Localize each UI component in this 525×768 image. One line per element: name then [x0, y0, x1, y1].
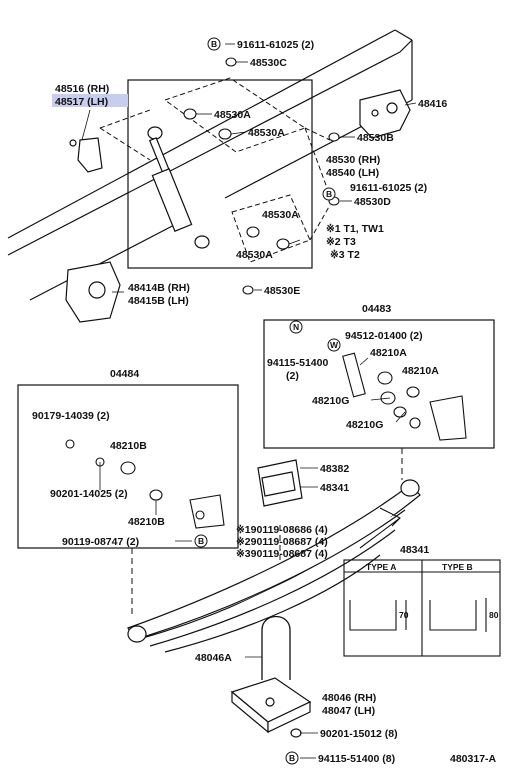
label-bolt-3[interactable]: ※390119-08687 (4) — [236, 548, 328, 560]
highlight-48517 — [52, 94, 128, 107]
label-bolt-1[interactable]: ※190119-08686 (4) — [236, 524, 328, 536]
kit-box-04483 — [263, 319, 495, 449]
label-48516[interactable]: 48516 (RH) — [55, 83, 109, 95]
kit-04483-parts — [342, 352, 467, 441]
label-bolt-2[interactable]: ※290119-08687 (4) — [236, 536, 328, 548]
label-48414b[interactable]: 48414B (RH) — [128, 282, 190, 294]
alignment-lines — [131, 448, 403, 615]
label-48416[interactable]: 48416 — [418, 98, 447, 110]
circle-mark-b-kit: B — [198, 536, 204, 546]
label-48047[interactable]: 48047 (LH) — [322, 705, 375, 717]
label-note-2: ※2 T3 — [326, 236, 356, 248]
label-91611-61025-top[interactable]: 91611-61025 (2) — [237, 39, 314, 51]
label-48210g-1[interactable]: 48210G — [312, 395, 349, 407]
label-48210g-2[interactable]: 48210G — [346, 419, 383, 431]
label-48530c[interactable]: 48530C — [250, 57, 287, 69]
label-90179-14039[interactable]: 90179-14039 (2) — [32, 410, 110, 422]
label-48210b-2[interactable]: 48210B — [128, 516, 165, 528]
label-48341-seat[interactable]: 48341 — [320, 482, 349, 494]
diagram-id: 480317-A — [450, 753, 497, 765]
circle-mark-n: N — [293, 322, 299, 332]
spring-seat — [257, 459, 303, 507]
label-48530[interactable]: 48530 (RH) — [326, 154, 380, 166]
label-note-1: ※1 T1, TW1 — [326, 223, 384, 235]
label-48530a-3[interactable]: 48530A — [262, 209, 299, 221]
label-48341-spring[interactable]: 48341 — [400, 544, 429, 556]
label-90201-15012[interactable]: 90201-15012 (8) — [320, 728, 398, 740]
shackle-bracket — [359, 89, 411, 139]
arrow-to-spring — [359, 507, 401, 549]
label-note-3: ※3 T2 — [330, 249, 360, 261]
shock-absorber-box — [127, 79, 313, 269]
label-48046[interactable]: 48046 (RH) — [322, 692, 376, 704]
label-48415b[interactable]: 48415B (LH) — [128, 295, 189, 307]
label-48530e[interactable]: 48530E — [264, 285, 300, 297]
label-48210a-1[interactable]: 48210A — [370, 347, 407, 359]
label-48530a-4[interactable]: 48530A — [236, 249, 273, 261]
label-94115-51400-kit-qty: (2) — [286, 370, 299, 382]
circle-mark-b-top: B — [211, 39, 217, 49]
label-48210b-1[interactable]: 48210B — [110, 440, 147, 452]
stopper-bracket — [69, 137, 103, 173]
kit-box-04484 — [17, 384, 239, 549]
label-48540[interactable]: 48540 (LH) — [326, 167, 379, 179]
circle-mark-w: W — [330, 340, 339, 350]
label-48210a-2[interactable]: 48210A — [402, 365, 439, 377]
label-dim-80: 80 — [489, 610, 499, 620]
label-48517[interactable]: 48517 (LH) — [55, 96, 108, 108]
kit-04484-parts — [65, 439, 225, 529]
label-94115-51400-bottom[interactable]: 94115-51400 (8) — [318, 753, 395, 765]
label-type-a: TYPE A — [366, 562, 396, 572]
label-48530b[interactable]: 48530B — [357, 132, 394, 144]
label-04484[interactable]: 04484 — [110, 368, 139, 380]
circle-markers — [194, 37, 341, 765]
leader-lines — [81, 43, 417, 759]
part-labels: 91611-61025 (2) 48530C 48516 (RH) 48517 … — [32, 39, 499, 765]
label-04483[interactable]: 04483 — [362, 303, 391, 315]
label-48046a[interactable]: 48046A — [195, 652, 232, 664]
leaf-spring — [127, 479, 421, 653]
shock-absorber — [147, 126, 210, 249]
circle-mark-b-mid: B — [326, 189, 332, 199]
u-bolt — [261, 615, 291, 680]
type-inset-box — [343, 559, 501, 657]
spring-hanger — [65, 261, 121, 323]
shock-bushings — [183, 57, 340, 295]
label-type-b: TYPE B — [442, 562, 473, 572]
label-90119-08747[interactable]: 90119-08747 (2) — [62, 536, 139, 548]
label-94115-51400-kit[interactable]: 94115-51400 — [267, 357, 328, 369]
label-48530a-1[interactable]: 48530A — [214, 109, 251, 121]
label-48530d[interactable]: 48530D — [354, 196, 391, 208]
circle-mark-b-bottom: B — [289, 753, 295, 763]
label-48530a-2[interactable]: 48530A — [248, 127, 285, 139]
label-dim-70: 70 — [399, 610, 409, 620]
label-90201-14025[interactable]: 90201-14025 (2) — [50, 488, 128, 500]
label-48382[interactable]: 48382 — [320, 463, 349, 475]
label-91611-61025-mid[interactable]: 91611-61025 (2) — [350, 182, 427, 194]
label-94512-01400[interactable]: 94512-01400 (2) — [345, 330, 423, 342]
dashed-bushing-group — [99, 77, 331, 263]
u-bolt-plate — [230, 677, 312, 738]
frame-rail — [7, 29, 413, 301]
